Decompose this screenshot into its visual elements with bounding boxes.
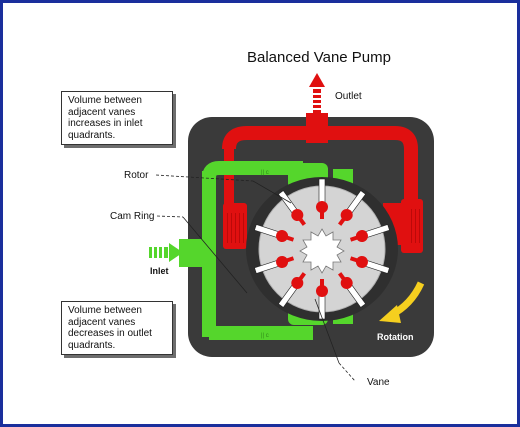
inlet-arrow-icon: [149, 243, 183, 262]
outlet-arrow-icon: [309, 73, 325, 113]
outlet-quadrant-note: Volume between adjacent vanes decreases …: [61, 301, 173, 355]
inlet-label: Inlet: [150, 266, 169, 276]
rotor-label: Rotor: [124, 170, 149, 181]
svg-text:|| c: || c: [261, 333, 269, 339]
cam-ring-leader-line-end: [182, 216, 248, 294]
rotor-leader-line-end: [252, 180, 292, 204]
inlet-quadrant-note: Volume between adjacent vanes increases …: [61, 91, 173, 145]
rotor-shaft-spline: [299, 228, 345, 274]
rotor-leader-line: [155, 174, 254, 182]
vane-leader-line: [314, 298, 340, 364]
vane-leader-line-end: [338, 362, 356, 382]
vane-label: Vane: [367, 377, 390, 388]
vane-pump-diagram: Balanced Vane Pump Outlet || c || c: [110, 49, 434, 388]
diagram-title: Balanced Vane Pump: [247, 49, 391, 66]
cam-ring-leader-line: [156, 215, 184, 218]
outlet-label: Outlet: [335, 91, 362, 102]
svg-text:|| c: || c: [261, 170, 269, 176]
rotation-label: Rotation: [377, 332, 414, 342]
rotation-arrow-icon: [379, 281, 425, 323]
vane-set: [254, 178, 390, 320]
cam-ring-label: Cam Ring: [110, 211, 154, 222]
